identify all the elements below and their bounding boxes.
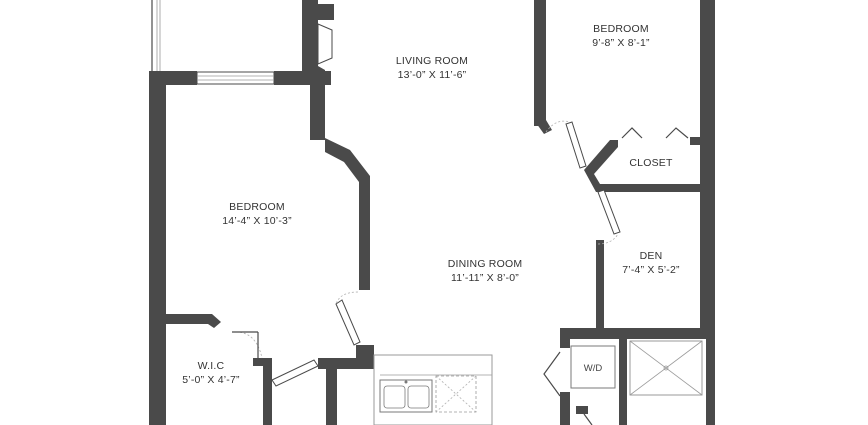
walls (149, 0, 715, 425)
windows (151, 0, 333, 85)
room-labels: LIVING ROOM 13’-0” X 11’-6” BEDROOM 9’-8… (182, 23, 680, 386)
den-dims: 7’-4” X 5’-2” (622, 264, 680, 276)
doors (231, 120, 689, 425)
bedroom-top-name: BEDROOM (593, 23, 649, 35)
laundry-washer-dryer (570, 345, 616, 389)
living-room-name: LIVING ROOM (396, 55, 468, 67)
closet-name: CLOSET (629, 157, 673, 169)
living-room-dims: 13’-0” X 11’-6” (398, 69, 467, 81)
dishwasher-icon (435, 375, 477, 413)
den-name: DEN (640, 250, 663, 262)
bedroom-main-dims: 14’-4” X 10’-3” (222, 215, 292, 227)
laundry-label: W/D (584, 363, 603, 374)
wic-dims: 5’-0” X 4’-7” (182, 374, 240, 386)
bedroom-top-dims: 9’-8” X 8’-1” (592, 37, 650, 49)
dining-room-dims: 11’-11” X 8’-0” (451, 272, 519, 284)
bedroom-main-name: BEDROOM (229, 201, 285, 213)
sink-icon (379, 379, 433, 413)
dining-room-name: DINING ROOM (448, 258, 523, 270)
shower-stall (629, 340, 703, 396)
wic-name: W.I.C (198, 360, 225, 372)
kitchen-counter (373, 354, 493, 425)
